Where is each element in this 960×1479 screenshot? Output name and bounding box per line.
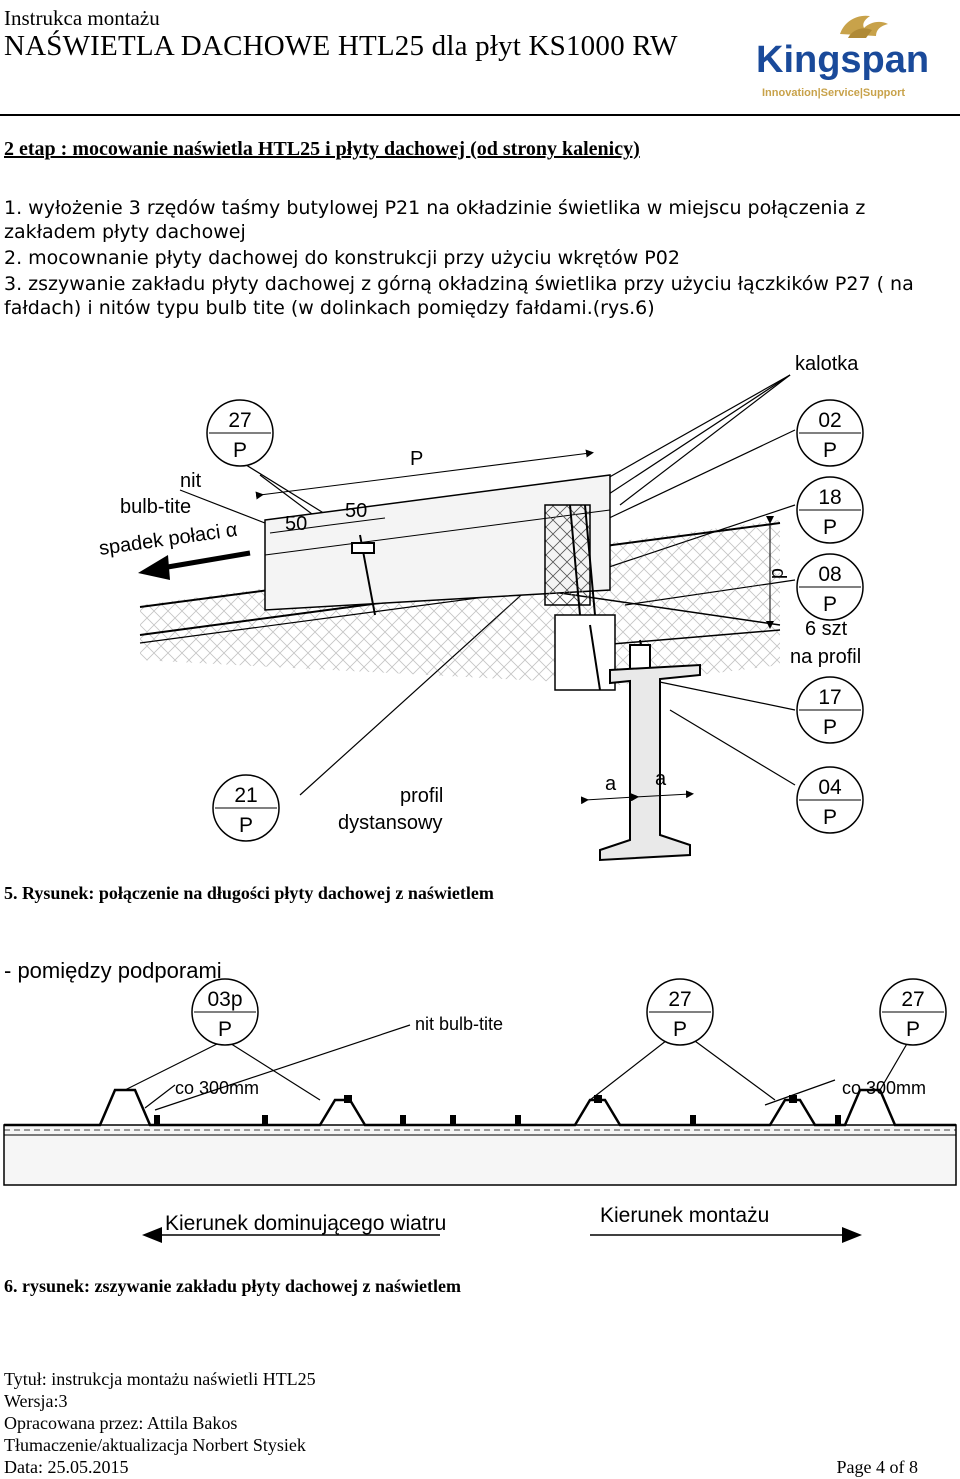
slope-arrow-icon bbox=[138, 550, 251, 580]
document-subtitle: Instrukca montażu bbox=[4, 6, 160, 30]
label-nit-bulb-tite: nit bulb-tite bbox=[415, 1014, 503, 1034]
figure-5-caption: 5. Rysunek: połączenie na długości płyty… bbox=[4, 883, 494, 903]
label-szt: 6 szt bbox=[805, 618, 848, 640]
label-nit: nit bbox=[180, 470, 202, 492]
svg-text:P: P bbox=[823, 439, 837, 462]
label-dim-a1: a bbox=[605, 773, 617, 795]
svg-text:P: P bbox=[233, 439, 247, 462]
svg-text:18: 18 bbox=[818, 486, 841, 509]
logo-brand: Kingspan bbox=[756, 39, 929, 81]
logo-tagline: Innovation|Service|Support bbox=[762, 87, 905, 99]
label-profil: profil bbox=[400, 785, 443, 807]
callout-27-b: 27 P bbox=[879, 978, 947, 1046]
callout-17: 17 P bbox=[796, 676, 864, 744]
label-dim-p: P bbox=[410, 448, 423, 470]
svg-text:03p: 03p bbox=[207, 988, 242, 1011]
svg-text:27: 27 bbox=[901, 988, 924, 1011]
instruction-step-2: 2. mocownanie płyty dachowej do konstruk… bbox=[4, 247, 680, 269]
label-co300-left: co 300mm bbox=[175, 1078, 259, 1098]
kingspan-logo: Kingspan Innovation|Service|Support bbox=[756, 15, 929, 99]
label-dim-50a: 50 bbox=[285, 513, 307, 535]
callout-27: 27 P bbox=[206, 399, 274, 467]
figure-5-drawing: kalotka nit bulb-tite spadek połaci α P … bbox=[98, 353, 864, 862]
footer-version: Wersja:3 bbox=[4, 1391, 68, 1411]
svg-text:P: P bbox=[673, 1018, 687, 1041]
svg-text:P: P bbox=[823, 716, 837, 739]
figure-6-caption: 6. rysunek: zszywanie zakładu płyty dach… bbox=[4, 1276, 461, 1296]
svg-text:P: P bbox=[239, 814, 253, 837]
footer-date: Data: 25.05.2015 bbox=[4, 1457, 129, 1477]
direction-arrows: Kierunek dominującego wiatru Kierunek mo… bbox=[142, 1204, 862, 1243]
document-title: NAŚWIETLA DACHOWE HTL25 dla płyt KS1000 … bbox=[4, 30, 678, 62]
roof-panel-section bbox=[139, 474, 781, 691]
svg-text:P: P bbox=[906, 1018, 920, 1041]
steel-profile bbox=[599, 663, 701, 862]
label-wind-direction: Kierunek dominującego wiatru bbox=[165, 1212, 446, 1235]
roof-panel-profile bbox=[3, 1088, 957, 1186]
callout-08: 08 P bbox=[796, 553, 864, 621]
svg-text:27: 27 bbox=[228, 409, 251, 432]
svg-text:27: 27 bbox=[668, 988, 691, 1011]
svg-text:P: P bbox=[823, 806, 837, 829]
label-kalotka: kalotka bbox=[795, 353, 859, 375]
svg-text:21: 21 bbox=[234, 784, 257, 807]
label-mount-direction: Kierunek montażu bbox=[600, 1204, 769, 1227]
lion-emblem-icon bbox=[840, 15, 888, 38]
header-divider bbox=[0, 114, 960, 116]
svg-text:P: P bbox=[823, 516, 837, 539]
callout-04: 04 P bbox=[796, 766, 864, 834]
label-na-profil: na profil bbox=[790, 646, 861, 668]
label-dim-a2: a bbox=[655, 768, 667, 790]
svg-text:P: P bbox=[218, 1018, 232, 1041]
label-bulb-tite: bulb-tite bbox=[120, 496, 191, 518]
callout-21: 21 P bbox=[212, 774, 280, 842]
figure-6-drawing: - pomiędzy podporami nit bulb-tite co 30… bbox=[3, 958, 957, 1243]
page-number: Page 4 of 8 bbox=[836, 1457, 918, 1477]
label-spadek: spadek połaci α bbox=[98, 519, 239, 560]
callout-02: 02 P bbox=[796, 399, 864, 467]
label-dystansowy: dystansowy bbox=[338, 812, 443, 834]
label-dim-50b: 50 bbox=[345, 500, 367, 522]
rivets bbox=[154, 1095, 841, 1125]
stage-heading: 2 etap : mocowanie naświetla HTL25 i pły… bbox=[4, 138, 640, 160]
footer-author: Opracowana przez: Attila Bakos bbox=[4, 1413, 238, 1433]
svg-text:08: 08 bbox=[818, 563, 841, 586]
dimension-lines bbox=[255, 449, 774, 805]
callout-27-a: 27 P bbox=[646, 978, 714, 1046]
label-between-supports: - pomiędzy podporami bbox=[4, 958, 222, 983]
callout-18: 18 P bbox=[796, 476, 864, 544]
label-dim-d: d bbox=[767, 568, 789, 579]
instruction-step-1: 1. wyłożenie 3 rzędów taśmy butylowej P2… bbox=[4, 197, 866, 243]
svg-text:P: P bbox=[823, 593, 837, 616]
footer-translation: Tłumaczenie/aktualizacja Norbert Stysiek bbox=[4, 1435, 306, 1455]
svg-text:04: 04 bbox=[818, 776, 842, 799]
footer-title: Tytuł: instrukcja montażu naświetli HTL2… bbox=[4, 1369, 316, 1389]
leader-lines bbox=[124, 1024, 916, 1111]
svg-text:02: 02 bbox=[818, 409, 841, 432]
label-co300-right: co 300mm bbox=[842, 1078, 926, 1098]
instruction-step-3: 3. zszywanie zakładu płyty dachowej z gó… bbox=[4, 273, 914, 319]
svg-text:17: 17 bbox=[818, 686, 841, 709]
callout-03p: 03p P bbox=[191, 978, 259, 1046]
